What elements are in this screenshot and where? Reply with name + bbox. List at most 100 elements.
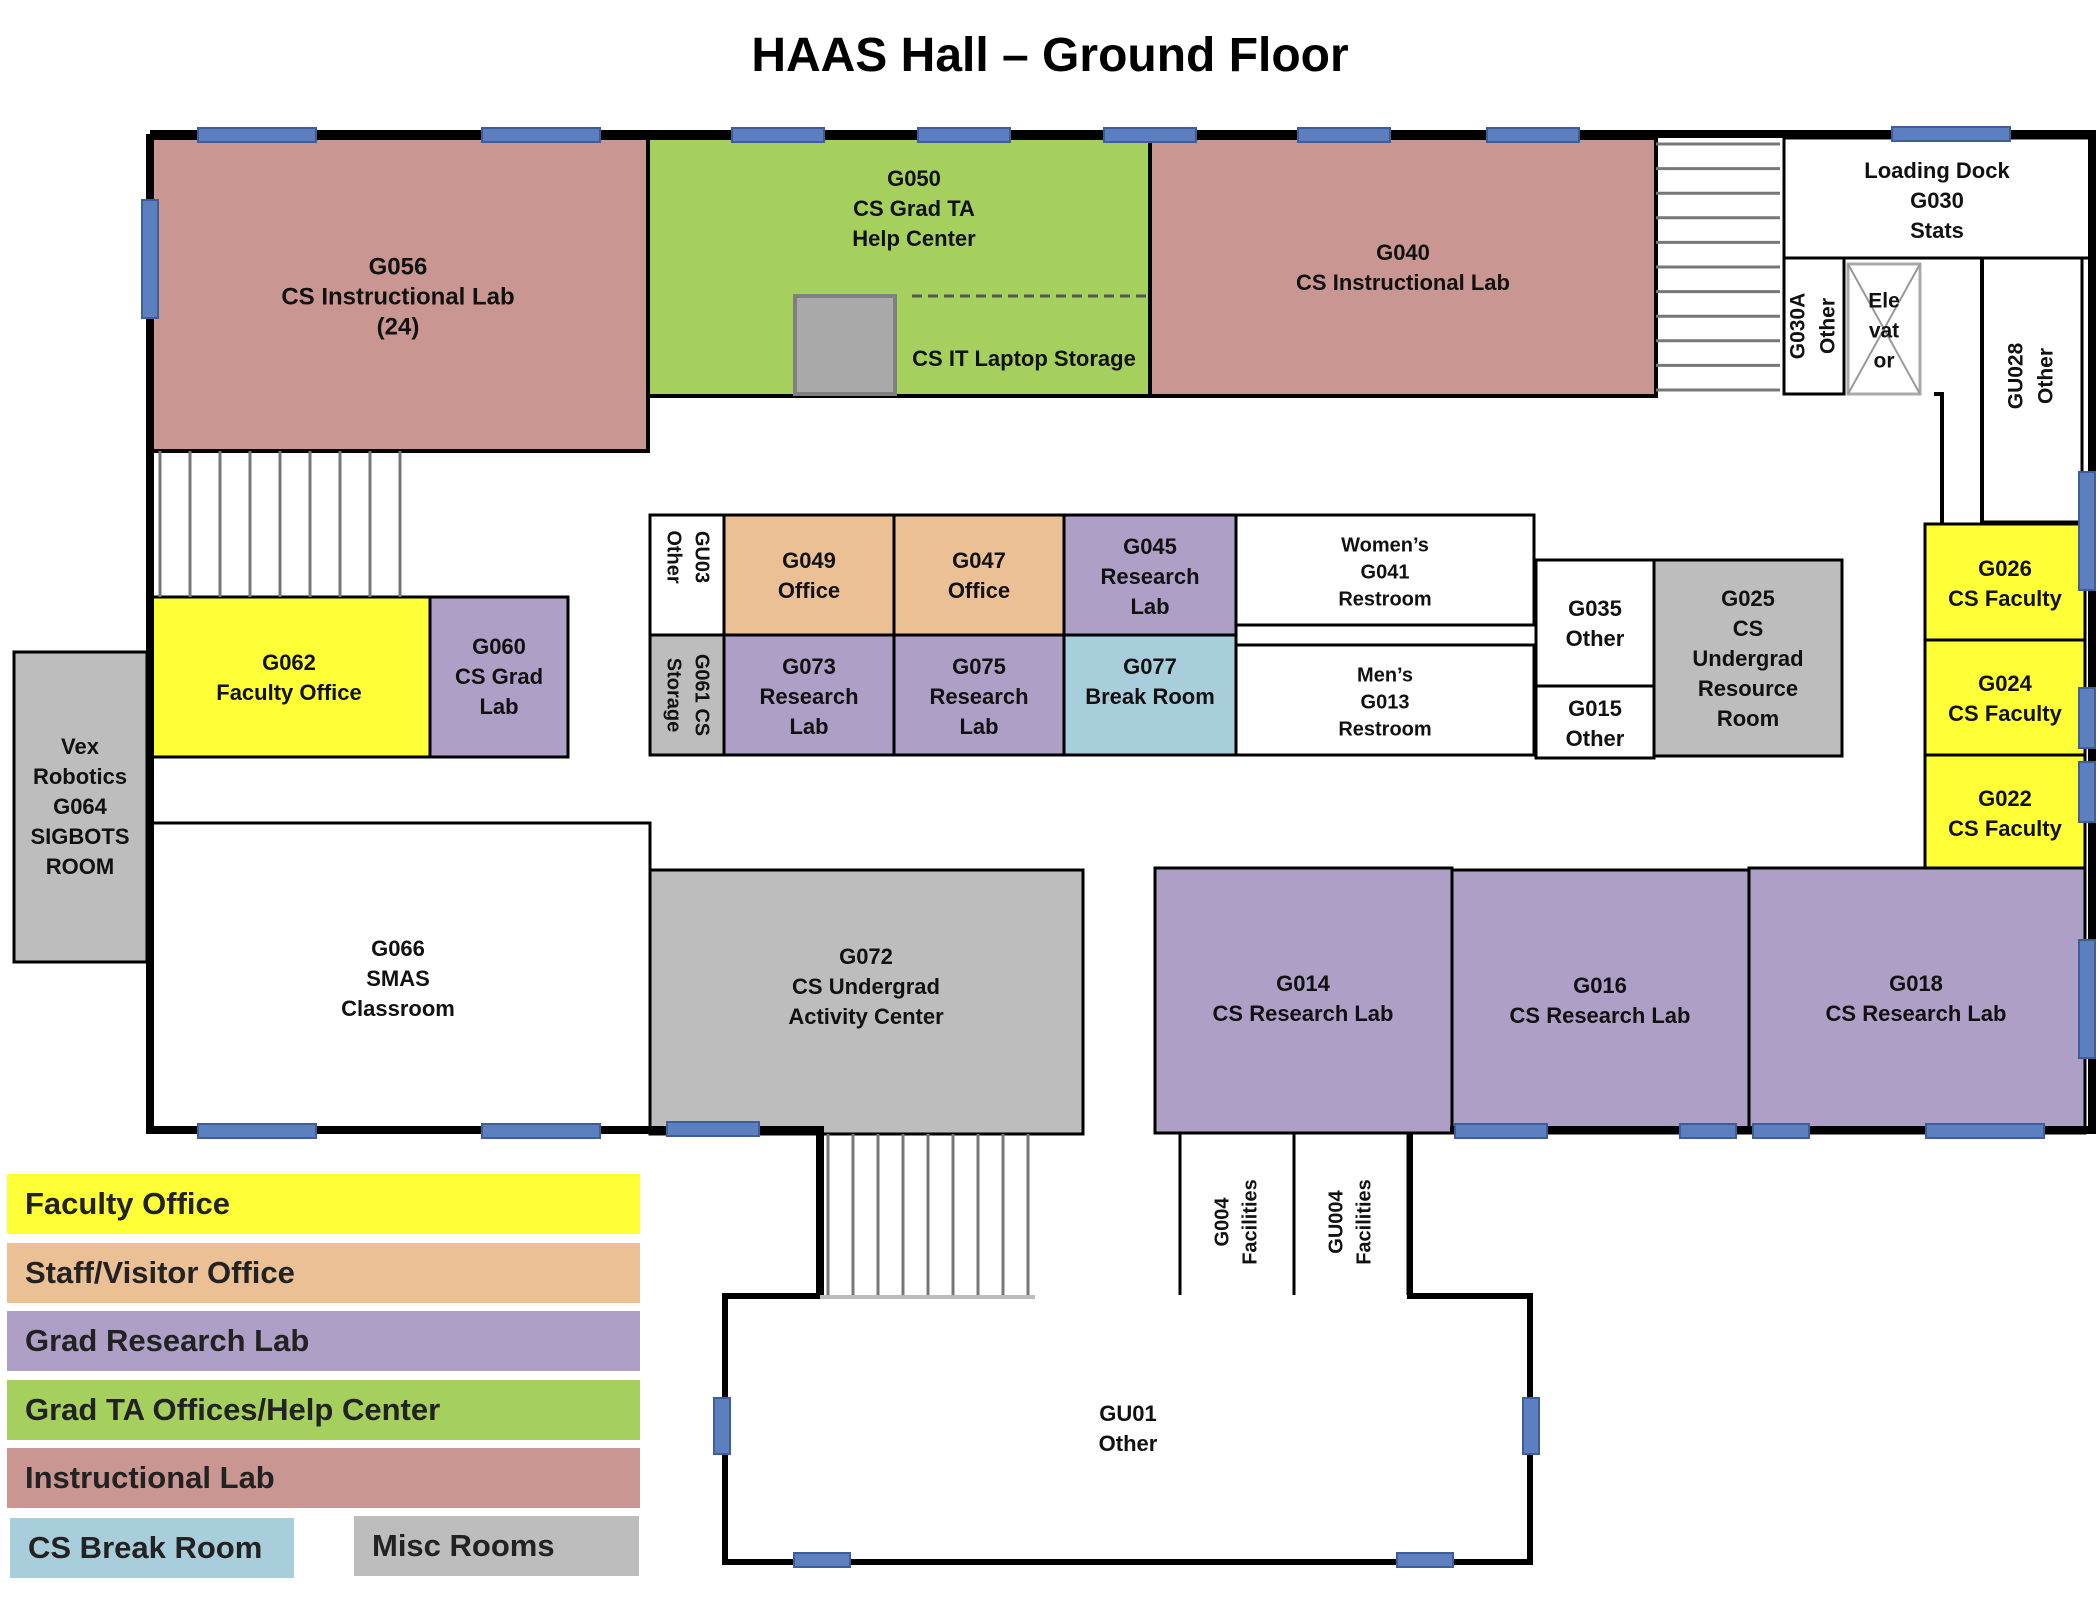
room-gu03 <box>648 513 726 637</box>
window <box>2078 687 2096 749</box>
window <box>1103 127 1197 143</box>
room-g049 <box>722 513 896 637</box>
window <box>197 127 317 143</box>
legend-grad-ta-offices: Grad TA Offices/Help Center <box>7 1380 640 1440</box>
room-g022 <box>1923 753 2087 872</box>
window <box>793 1552 851 1568</box>
elevator-cross-line <box>1847 263 1921 395</box>
room-label-laptop-storage: CS IT Laptop Storage <box>912 346 1136 371</box>
window <box>731 127 825 143</box>
window <box>1454 1123 1548 1139</box>
room-g013 <box>1234 643 1536 757</box>
window <box>2078 761 2096 823</box>
room-g018 <box>1747 866 2087 1135</box>
room-g025 <box>1652 558 1844 758</box>
laptop-storage-cabinet <box>793 294 897 396</box>
room-g026 <box>1923 522 2087 642</box>
legend-cs-break-room: CS Break Room <box>10 1518 294 1578</box>
page-title: HAAS Hall – Ground Floor <box>751 29 1349 82</box>
room-g004 <box>1178 1131 1296 1300</box>
window <box>1891 126 2011 142</box>
legend-grad-research-lab: Grad Research Lab <box>7 1311 640 1371</box>
room-g030 <box>1782 136 2094 260</box>
room-label-gu03: GU03Other <box>663 530 713 584</box>
room-g061 <box>648 633 726 757</box>
elevator-shaft <box>1846 262 1922 396</box>
window <box>1522 1397 1540 1455</box>
window <box>481 127 601 143</box>
room-g073 <box>722 633 896 757</box>
window <box>1396 1552 1454 1568</box>
stairs-layer <box>158 142 1780 1299</box>
window <box>1752 1123 1810 1139</box>
legend-instructional-lab: Instructional Lab <box>7 1448 640 1508</box>
room-g045 <box>1062 513 1238 637</box>
room-g056 <box>150 136 650 453</box>
window <box>1486 127 1580 143</box>
window <box>917 127 1011 143</box>
room-label-g061: G061 CSStorage <box>663 654 713 736</box>
room-g062 <box>150 595 432 759</box>
room-g035 <box>1534 558 1656 688</box>
windows-layer <box>141 126 2096 1568</box>
room-gu01 <box>723 1295 1533 1560</box>
window <box>1297 127 1391 143</box>
room-g015 <box>1534 684 1656 760</box>
room-g066 <box>150 821 652 1131</box>
window <box>2078 939 2096 1059</box>
room-g014 <box>1153 866 1454 1135</box>
room-g075 <box>892 633 1066 757</box>
window <box>141 199 159 319</box>
room-g024 <box>1923 638 2087 757</box>
window <box>197 1123 317 1139</box>
window <box>713 1397 731 1455</box>
rooms-layer <box>12 136 2094 1560</box>
room-g047 <box>892 513 1066 637</box>
room-gu004 <box>1292 1131 1410 1300</box>
exterior-wall-south-annex <box>722 1133 1533 1565</box>
legend-misc-rooms: Misc Rooms <box>354 1516 639 1576</box>
legend-staff-visitor-office: Staff/Visitor Office <box>7 1243 640 1303</box>
legend-faculty-office: Faculty Office <box>7 1174 640 1234</box>
window <box>1679 1123 1737 1139</box>
window <box>2078 471 2096 591</box>
window <box>1925 1123 2045 1139</box>
room-g028 <box>1980 256 2084 524</box>
stairs-west <box>158 451 402 597</box>
stairs-south <box>826 1134 1030 1296</box>
room-g016 <box>1450 868 1751 1135</box>
room-g072 <box>648 868 1085 1136</box>
stairs-north-east <box>1656 142 1780 392</box>
window <box>481 1123 601 1139</box>
room-g040 <box>1148 136 1658 398</box>
room-g077 <box>1062 633 1238 757</box>
